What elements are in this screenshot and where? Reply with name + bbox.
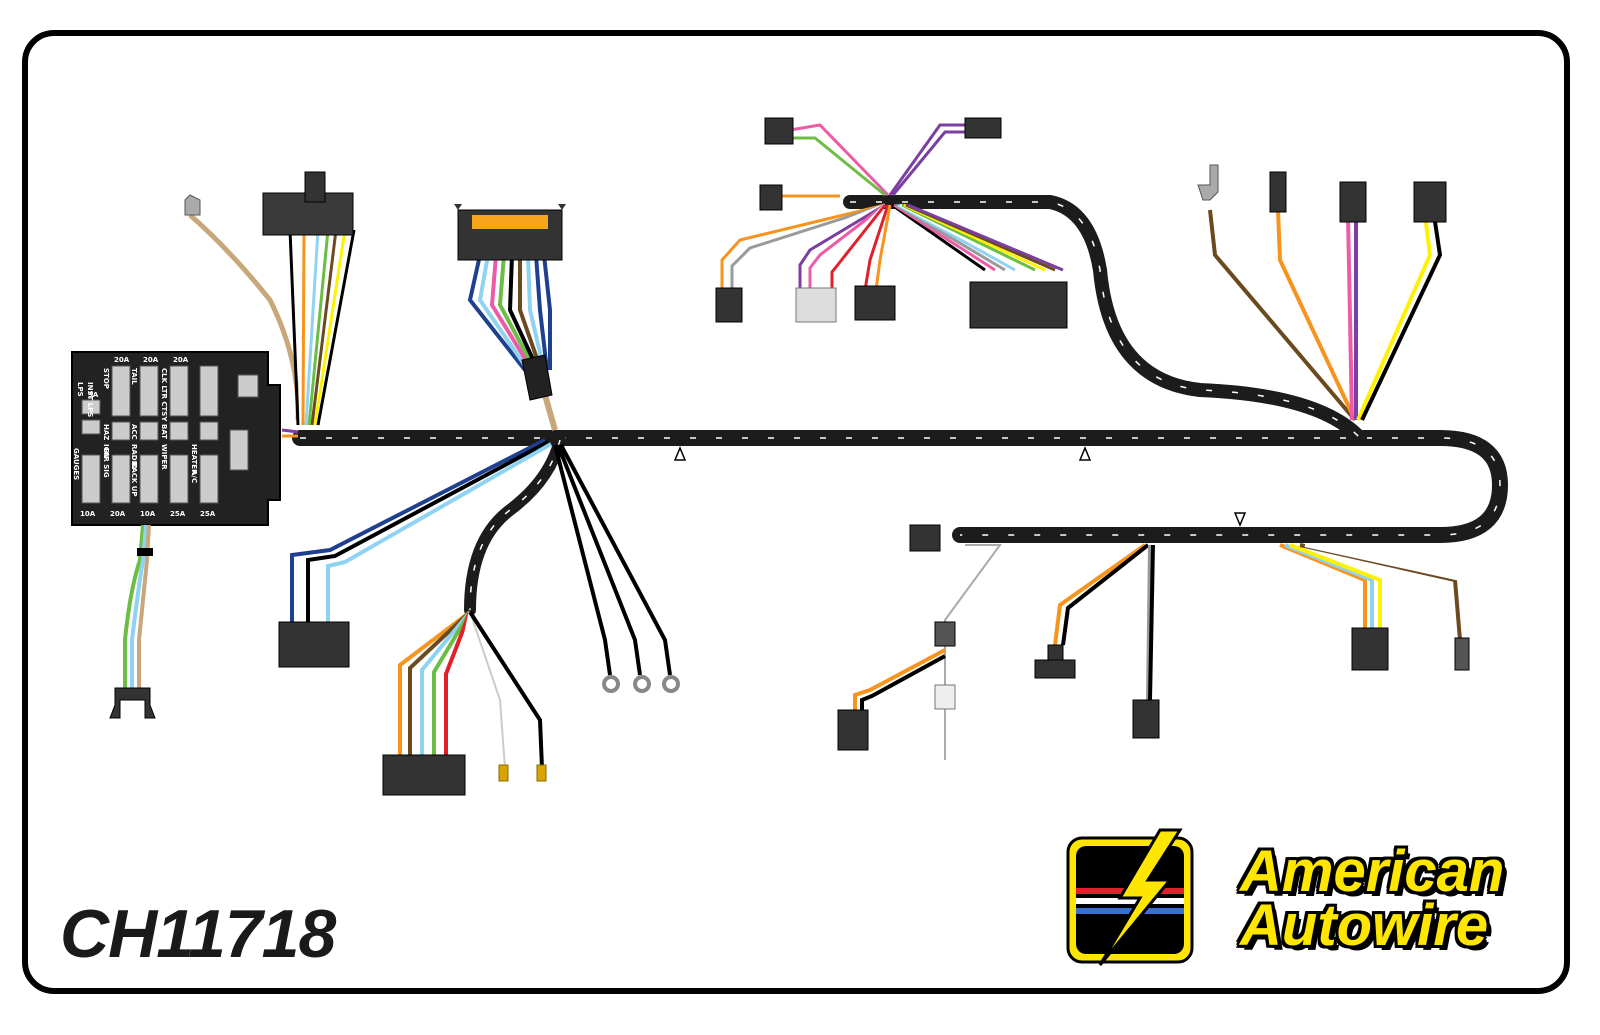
top-right-wires [1208,209,1443,422]
lightning-bolt-logo-icon [1066,828,1194,966]
fuse-circuit-label: A/C [190,470,198,483]
brand-line-2: Autowire [1240,893,1489,958]
fuse-circuit-label: TAIL [130,368,138,385]
fuse-circuit-label: BACK UP [130,462,138,497]
fuse-circuit-label: LPS [76,382,84,397]
fuse-circuit-label: GAUGES [72,448,80,480]
fuse-circuit-label: IGN [102,444,110,458]
diagram-border [22,30,1570,994]
fuse-block-icon: 20A 20A 20A 3A 10A 20A 10A 25A 25A STOP T… [71,351,281,526]
ring-terminal-icon [602,675,680,693]
main-harness-trunk [292,195,1509,616]
connector-icon [454,204,566,401]
fuse-circuit-label: HEATER [190,444,198,475]
fuse-circuit-label: ACC [130,424,138,440]
fuse-circuit-label: BAT [160,424,168,439]
brand-line-1: American [1240,839,1505,904]
fuse-amp-label: 10A [140,510,156,518]
part-number: CH11718 [60,896,336,972]
dash-wires [467,254,558,431]
fuse-amp-label: 25A [200,510,216,518]
fuse-circuit-label: RADIO [130,444,138,469]
fuse-circuit-label: INST LPS [86,382,94,417]
top-center-wires [720,123,1064,291]
fuse-amp-label: 25A [170,510,186,518]
fuse-block-wires [123,213,356,690]
fuse-circuit-label: DIR SIG [102,448,110,478]
connector-icon [715,117,1068,329]
fuse-amp-label: 20A [173,356,189,364]
fuse-amp-label: 20A [114,356,130,364]
spade-terminal-icon [498,764,547,782]
fuse-circuit-label: HAZ [102,424,110,440]
connector-icon [109,171,354,719]
fuse-amp-label: 10A [80,510,96,518]
connector-icon [837,524,1470,751]
fuse-amp-label: 3A [88,391,99,399]
fuse-circuit-label: STOP [102,368,110,389]
fuse-amp-label: 20A [143,356,159,364]
connector-icon [278,621,466,796]
fuse-circuit-label: WIPER [160,444,168,470]
lower-right-wires [853,543,1470,760]
lower-left-wires [290,438,672,769]
brand-logo-text: American Autowire [1240,839,1505,958]
fuse-circuit-label: CLK LTR CTSY [160,368,168,422]
connector-icon [1197,164,1447,223]
fuse-amp-label: 20A [110,510,126,518]
